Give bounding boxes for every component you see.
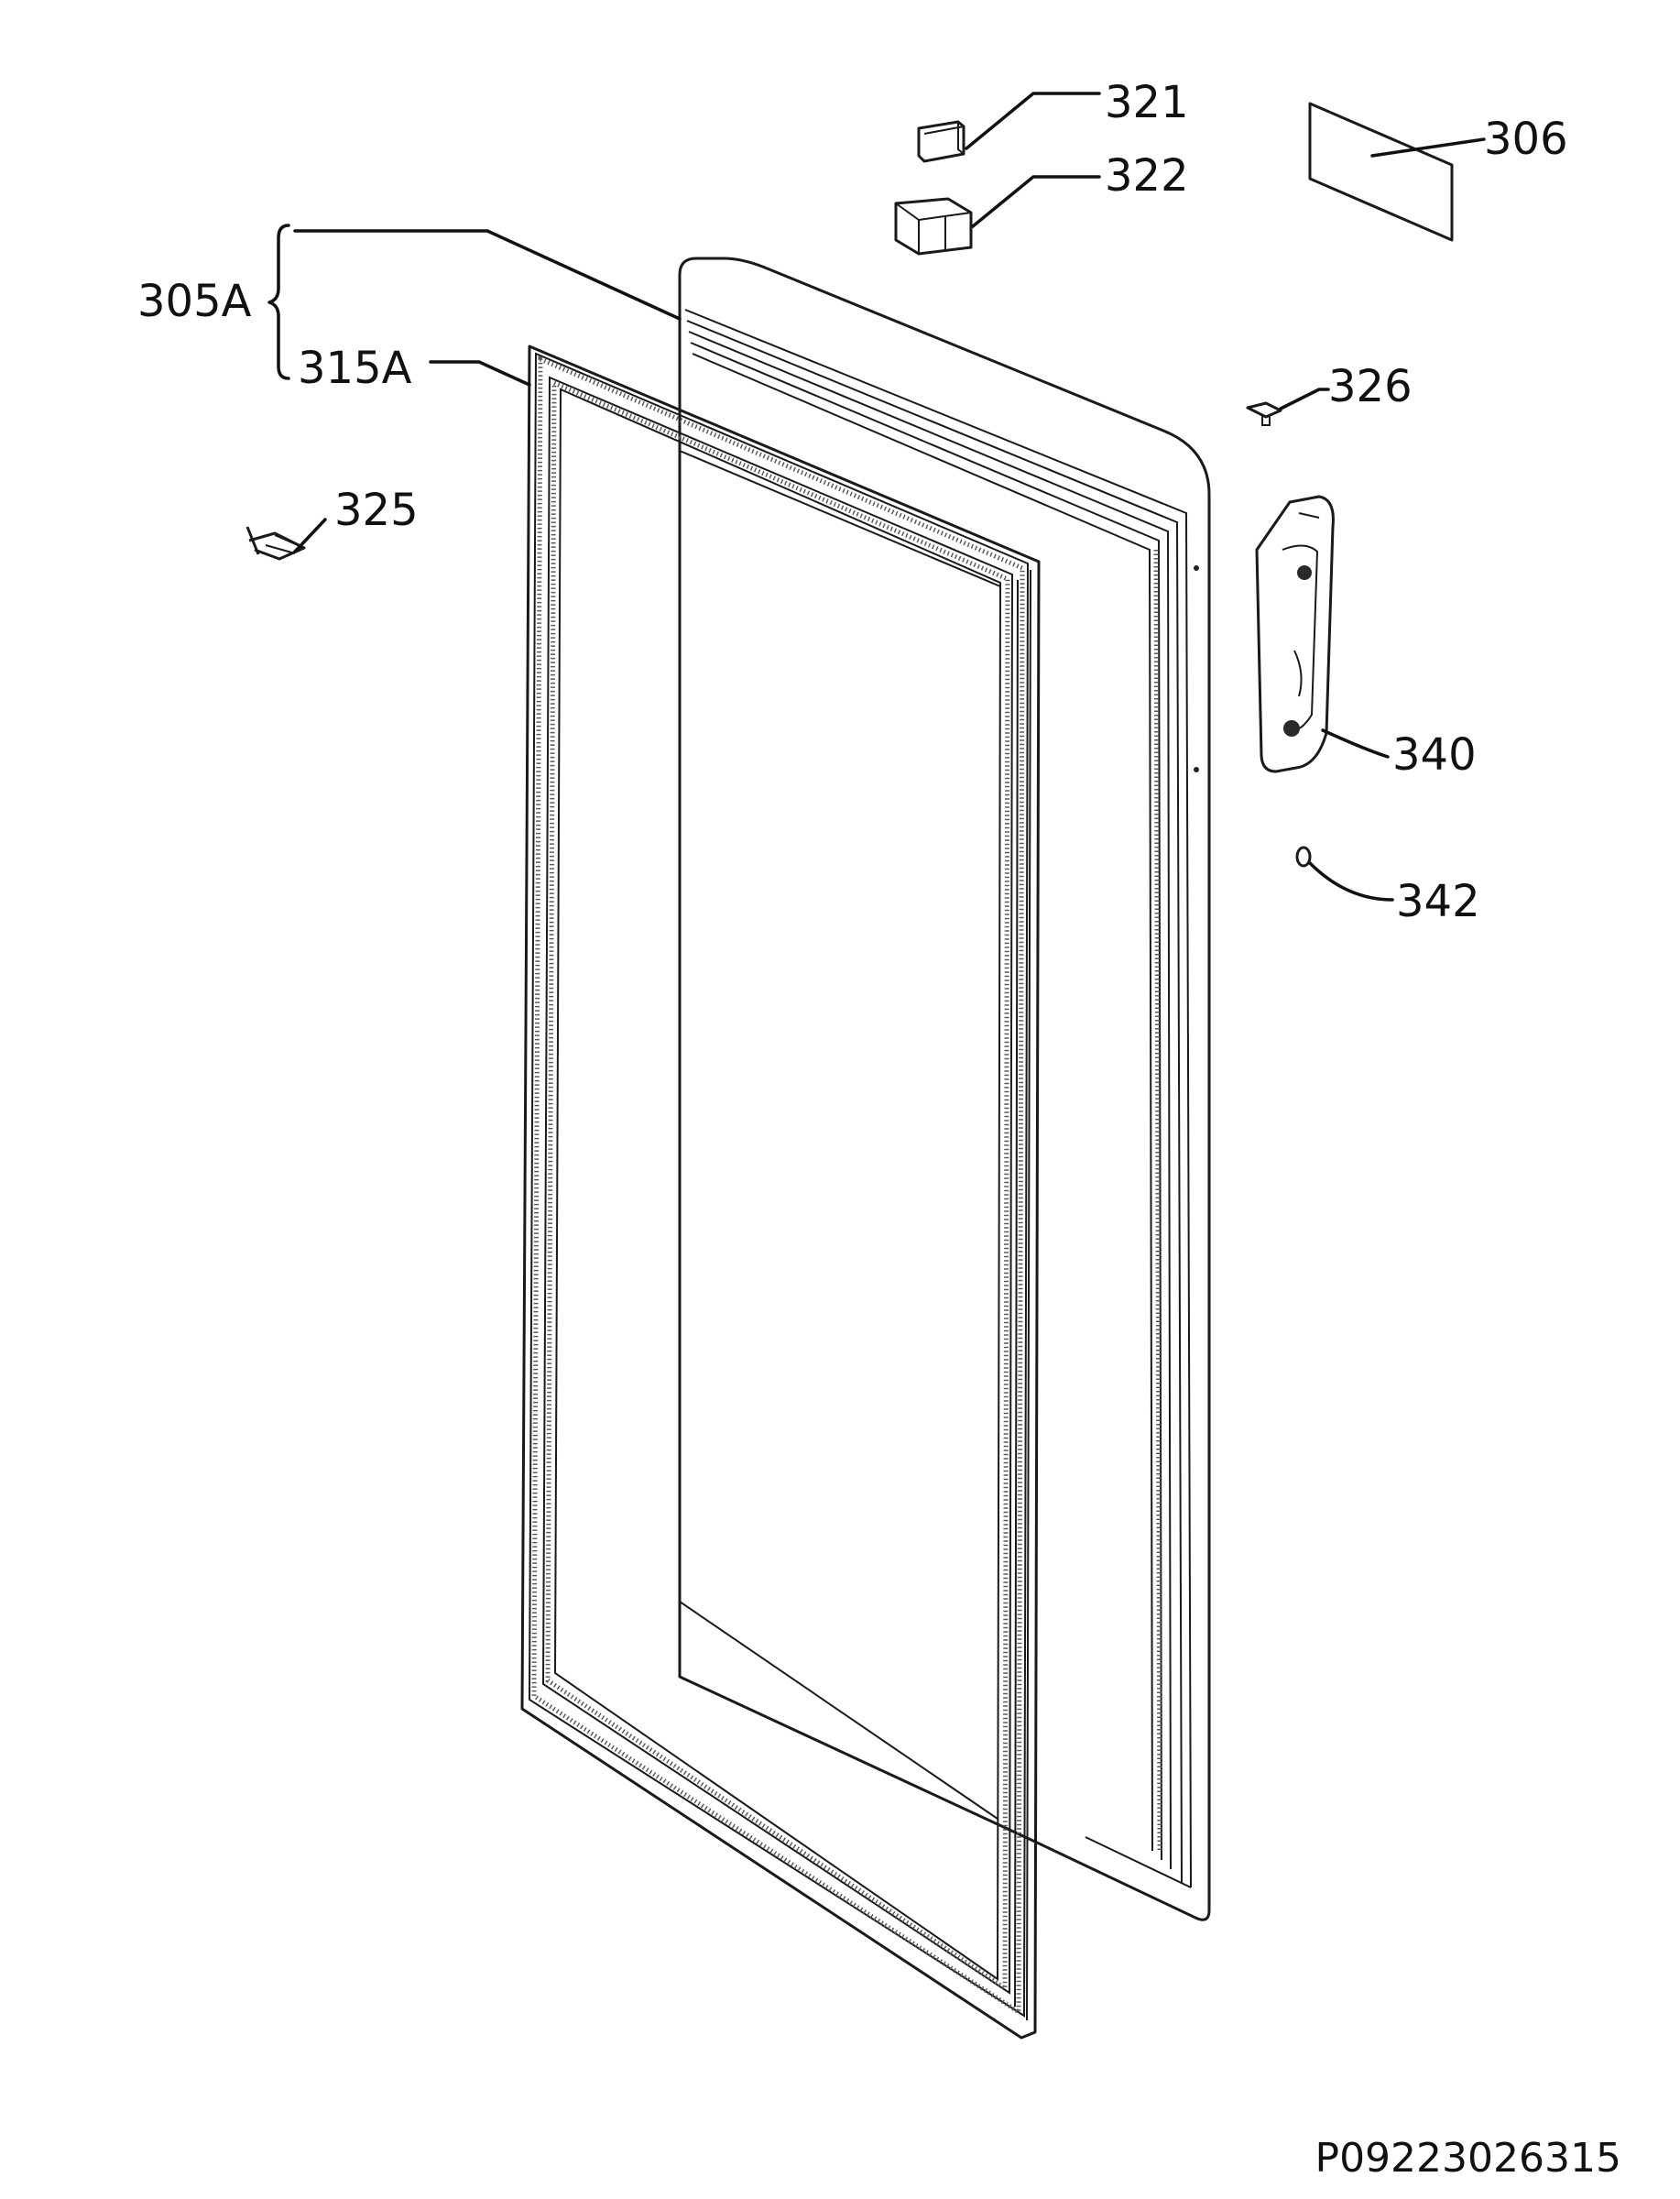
callout-326: 326 (1328, 361, 1413, 412)
door-gasket-315a (520, 345, 1041, 2040)
cap-321 (917, 120, 965, 163)
plug-325 (245, 526, 306, 561)
drawing-code: P09223026315 (1315, 2135, 1621, 2182)
clip-326 (1246, 401, 1282, 426)
label-plate-306 (1308, 102, 1454, 242)
callout-322: 322 (1105, 150, 1189, 202)
door-panel-305a (678, 257, 1211, 1921)
callout-306: 306 (1484, 114, 1568, 165)
callout-305a: 305A (137, 276, 252, 327)
leader-lines (267, 92, 1486, 902)
callout-321: 321 (1105, 77, 1189, 128)
callout-342: 342 (1396, 876, 1480, 927)
callout-315a: 315A (298, 343, 412, 394)
cover-322 (894, 197, 973, 256)
callout-325: 325 (334, 485, 419, 536)
handle-340 (1255, 495, 1335, 773)
screw-342 (1295, 846, 1312, 868)
callout-340: 340 (1392, 729, 1477, 781)
